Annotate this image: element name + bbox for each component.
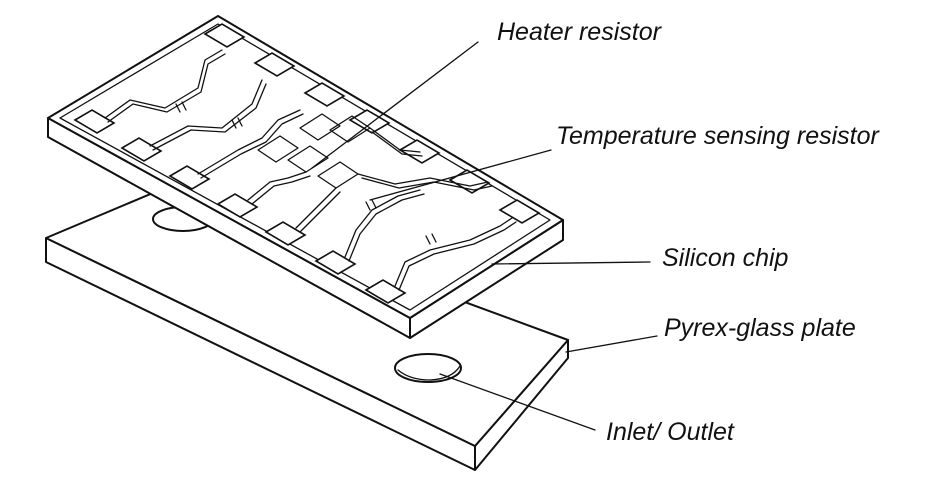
temperature-sensing-resistor-label: Temperature sensing resistor <box>556 122 879 150</box>
bonding-pad <box>314 250 357 275</box>
sensing-resistor-meander <box>299 113 341 141</box>
silicon-chip-inner-border <box>59 23 551 311</box>
bonding-pad <box>303 82 346 107</box>
pyrex-glass-plate <box>45 189 569 471</box>
silicon-chip-label: Silicon chip <box>662 244 789 272</box>
silicon-chip-leader <box>491 261 651 265</box>
temperature-sensing-resistor-leader <box>369 149 552 201</box>
pyrex-glass-plate-leader <box>565 335 658 353</box>
heater-resistor-leader <box>311 41 479 169</box>
heater-resistor-meander <box>257 135 299 163</box>
heater-resistor-label: Heater resistor <box>497 18 661 46</box>
bonding-pad <box>120 137 163 162</box>
pyrex-glass-plate-label: Pyrex-glass plate <box>664 314 856 342</box>
leader-lines <box>311 41 658 431</box>
bonding-pad <box>168 165 211 190</box>
bonding-pad <box>73 109 116 134</box>
inlet-outlet-label: Inlet/ Outlet <box>606 418 734 446</box>
bonding-pad <box>264 221 307 246</box>
resistor-traces <box>104 49 517 291</box>
heater-resistor-meander <box>287 145 329 173</box>
inlet-outlet-leader <box>439 373 596 431</box>
bonding-pad <box>498 199 541 224</box>
bonding-pad <box>216 193 259 218</box>
silicon-chip-top-face <box>47 15 564 319</box>
bonding-pad <box>203 23 246 48</box>
silicon-chip <box>47 15 564 339</box>
bonding-pad <box>253 52 296 77</box>
bonding-pad <box>364 279 407 304</box>
inlet-outlet-hole <box>394 353 462 383</box>
